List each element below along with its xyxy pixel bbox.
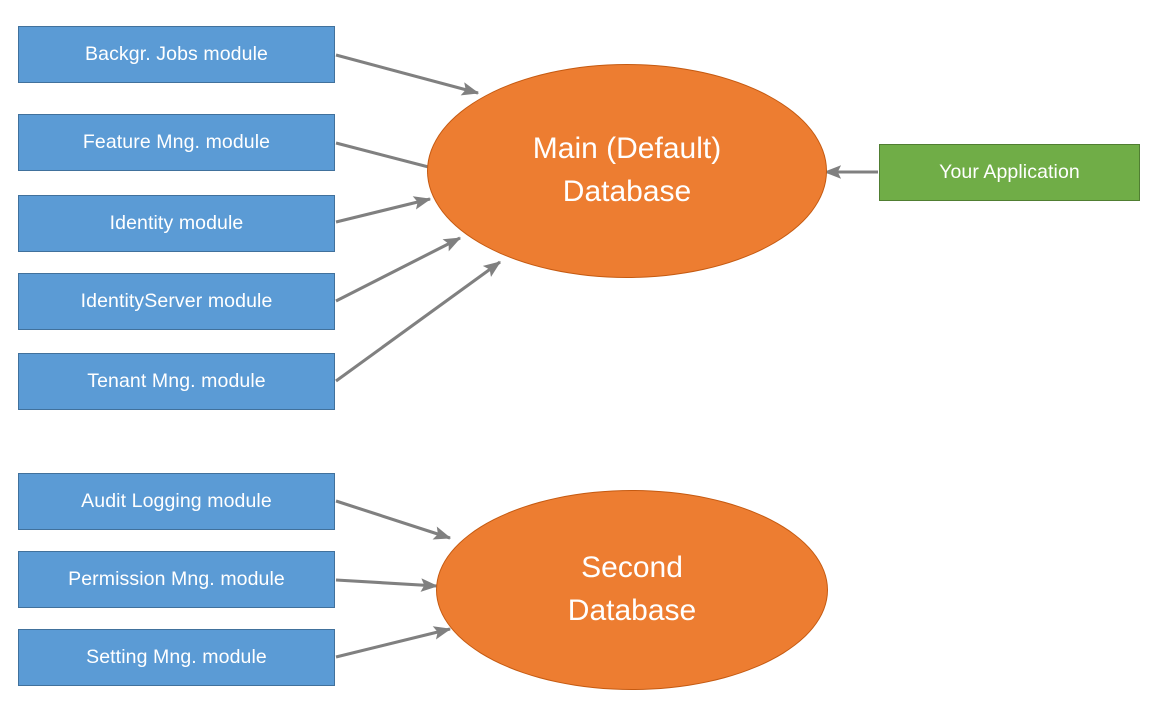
edge-permission-mng-to-second-db — [335, 578, 439, 592]
module-box-identity[interactable]: Identity module — [18, 195, 335, 252]
module-box-label: Audit Logging module — [81, 490, 272, 513]
module-box-label: Permission Mng. module — [68, 568, 285, 591]
module-box-setting-mng[interactable]: Setting Mng. module — [18, 629, 335, 686]
module-box-label: Feature Mng. module — [82, 131, 271, 154]
edge-audit-logging-to-second-db — [335, 499, 452, 540]
module-box-identityserver[interactable]: IdentityServer module — [18, 273, 335, 330]
edge-backgr-jobs-to-main-db — [335, 53, 480, 96]
module-box-audit-logging[interactable]: Audit Logging module — [18, 473, 335, 530]
application-box-your-application[interactable]: Your Application — [879, 144, 1140, 201]
module-box-label: Setting Mng. module — [86, 646, 267, 669]
module-box-label: Backgr. Jobs module — [85, 43, 268, 66]
database-label-line2: Database — [567, 594, 697, 627]
module-box-label: Tenant Mng. module — [87, 370, 266, 393]
module-box-label: Identity module — [109, 212, 244, 235]
module-box-permission-mng[interactable]: Permission Mng. module — [18, 551, 335, 608]
edge-setting-mng-to-second-db — [335, 626, 452, 659]
database-ellipse-second[interactable]: Second Database — [436, 490, 828, 690]
module-box-backgr-jobs[interactable]: Backgr. Jobs module — [18, 26, 335, 83]
database-label-line2: Database — [562, 175, 692, 208]
database-label-line1: Second — [581, 551, 683, 585]
edge-identity-to-main-db — [335, 196, 432, 224]
application-box-label: Your Application — [939, 161, 1080, 184]
module-box-label: IdentityServer module — [80, 290, 273, 313]
database-label-line1: Main (Default) — [532, 132, 722, 166]
module-box-tenant-mng[interactable]: Tenant Mng. module — [18, 353, 335, 410]
module-box-feature-mng[interactable]: Feature Mng. module — [18, 114, 335, 171]
edge-identityserver-to-main-db — [335, 236, 462, 303]
edge-tenant-mng-to-main-db — [335, 260, 502, 383]
database-ellipse-main[interactable]: Main (Default) Database — [427, 64, 827, 278]
